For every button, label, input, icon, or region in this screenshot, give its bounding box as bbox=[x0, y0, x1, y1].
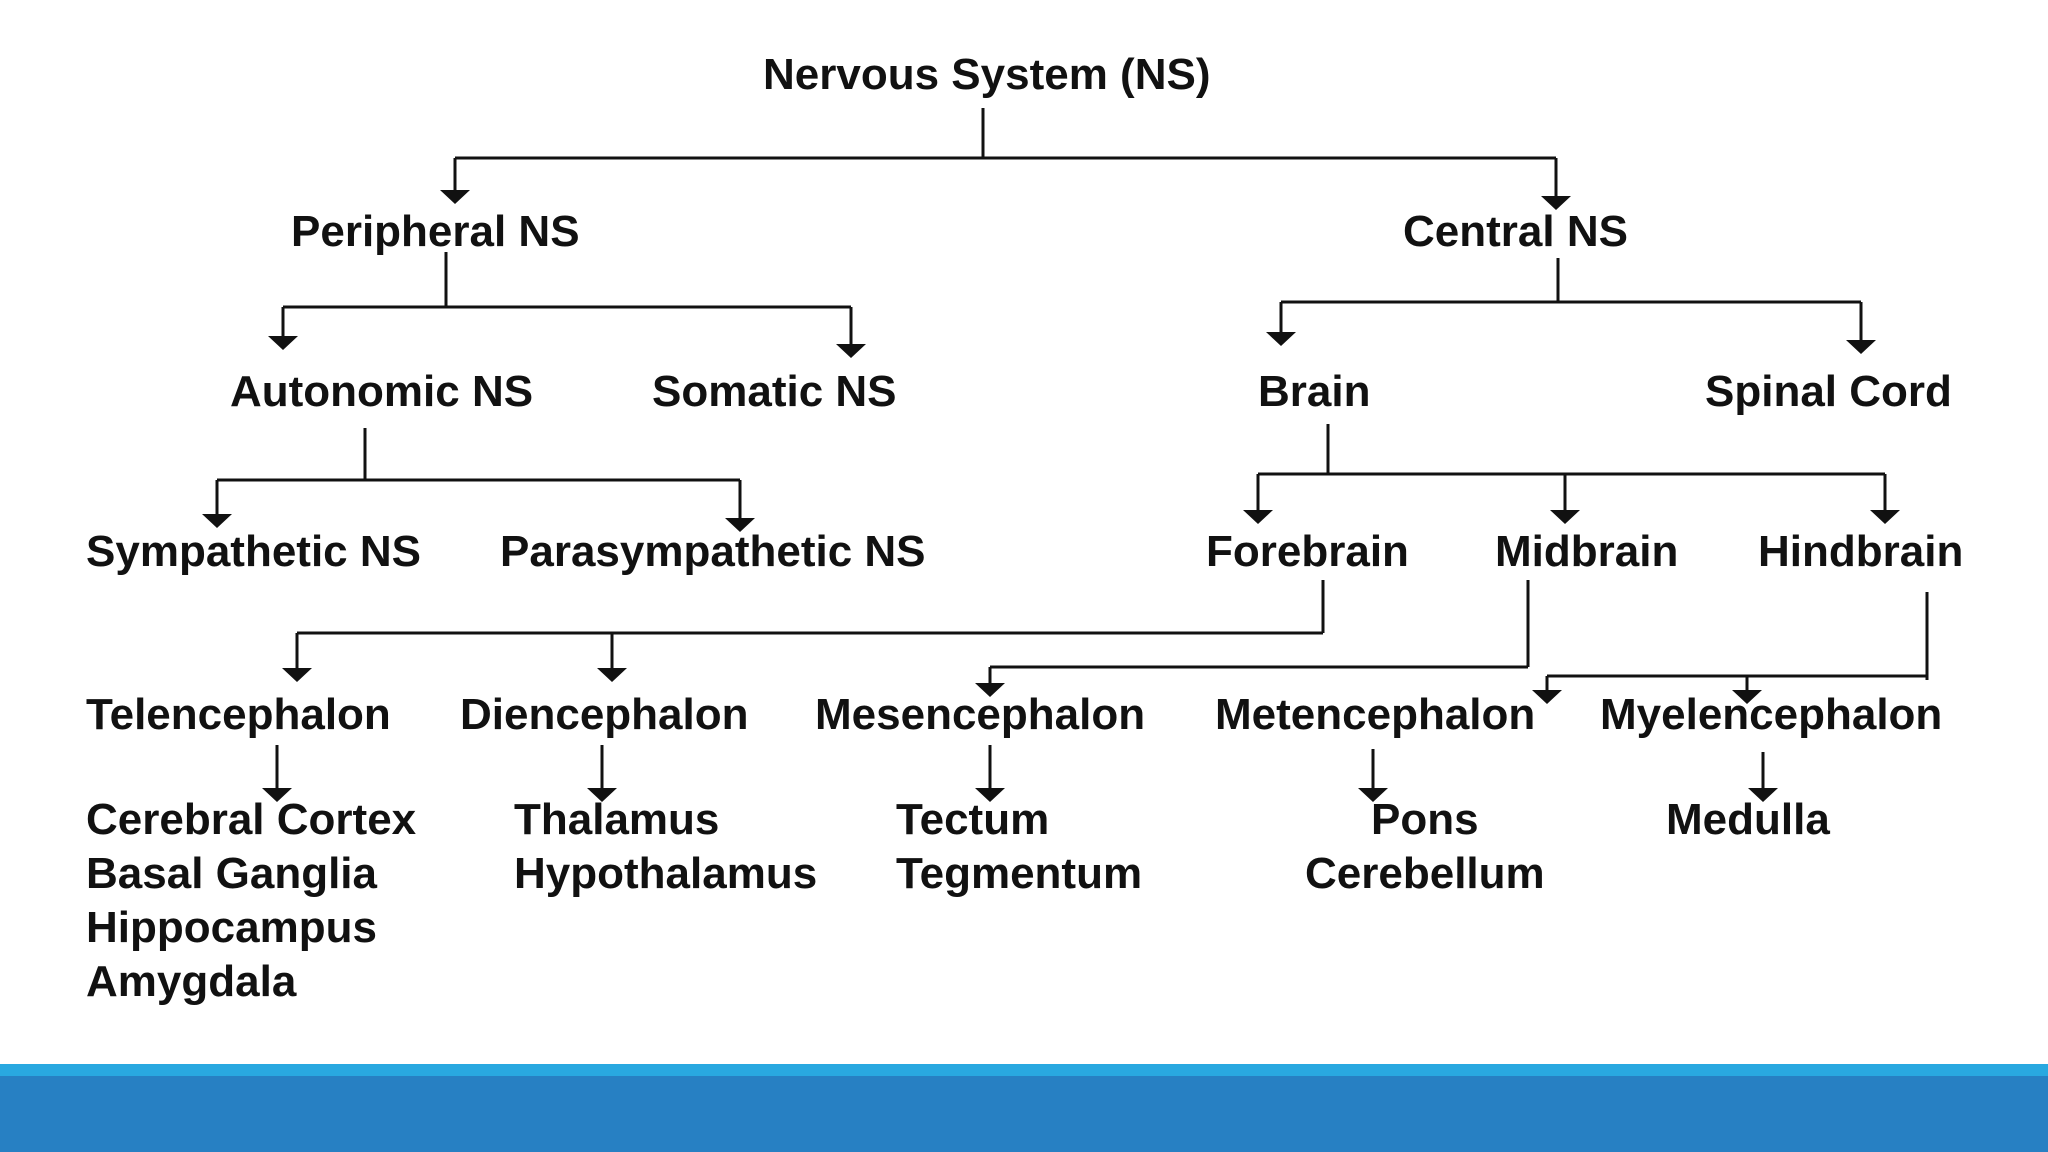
node-central-ns: Central NS bbox=[1403, 207, 1628, 256]
node-midbrain: Midbrain bbox=[1495, 527, 1679, 576]
node-telencephalon: Telencephalon bbox=[86, 690, 391, 739]
node-diencephalon: Diencephalon bbox=[460, 690, 749, 739]
leaf-group-telencephalon: Cerebral Cortex Basal Ganglia Hippocampu… bbox=[86, 793, 416, 1009]
arrow-icon bbox=[1732, 690, 1762, 704]
arrow-icon bbox=[1846, 340, 1876, 354]
arrow-icon bbox=[268, 336, 298, 350]
leaf-tectum: Tectum bbox=[896, 795, 1050, 844]
arrow-icon bbox=[262, 788, 292, 802]
arrow-icon bbox=[597, 668, 627, 682]
node-brain: Brain bbox=[1258, 367, 1371, 416]
arrow-icon bbox=[836, 344, 866, 358]
arrow-icon bbox=[1243, 510, 1273, 524]
footer-accent-stripe bbox=[0, 1064, 2048, 1076]
footer-band bbox=[0, 1076, 2048, 1152]
node-nervous-system: Nervous System (NS) bbox=[763, 50, 1211, 99]
leaf-group-diencephalon: Thalamus Hypothalamus bbox=[514, 793, 817, 901]
arrow-icon bbox=[1358, 788, 1388, 802]
node-autonomic-ns: Autonomic NS bbox=[230, 367, 534, 416]
arrow-icon bbox=[282, 668, 312, 682]
node-peripheral-ns: Peripheral NS bbox=[291, 207, 580, 256]
leaf-group-metencephalon: Pons Cerebellum bbox=[1305, 793, 1545, 901]
arrow-icon bbox=[975, 788, 1005, 802]
arrow-icon bbox=[1532, 690, 1562, 704]
leaf-tegmentum: Tegmentum bbox=[896, 849, 1143, 898]
arrow-icon bbox=[1266, 332, 1296, 346]
node-hindbrain: Hindbrain bbox=[1758, 527, 1964, 576]
leaf-group-mesencephalon: Tectum Tegmentum bbox=[896, 793, 1142, 901]
arrow-icon bbox=[1748, 788, 1778, 802]
arrow-icon bbox=[1550, 510, 1580, 524]
arrow-icon bbox=[975, 683, 1005, 697]
node-forebrain: Forebrain bbox=[1206, 527, 1409, 576]
leaf-group-myelencephalon: Medulla bbox=[1666, 793, 1830, 847]
arrow-icon bbox=[1541, 196, 1571, 210]
leaf-amygdala: Amygdala bbox=[86, 957, 297, 1006]
leaf-hippocampus: Hippocampus bbox=[86, 903, 377, 952]
arrow-icon bbox=[440, 190, 470, 204]
connector-paths bbox=[215, 108, 1929, 788]
leaf-hypothalamus: Hypothalamus bbox=[514, 849, 818, 898]
leaf-pons: Pons bbox=[1371, 795, 1479, 844]
node-myelencephalon: Myelencephalon bbox=[1600, 690, 1943, 739]
arrow-icon bbox=[725, 518, 755, 532]
leaf-thalamus: Thalamus bbox=[514, 795, 720, 844]
leaf-cerebral-cortex: Cerebral Cortex bbox=[86, 795, 417, 844]
arrow-icon bbox=[1870, 510, 1900, 524]
arrow-icon bbox=[202, 514, 232, 528]
node-sympathetic-ns: Sympathetic NS bbox=[86, 527, 421, 576]
arrow-icon bbox=[587, 788, 617, 802]
node-parasympathetic-ns: Parasympathetic NS bbox=[500, 527, 926, 576]
node-spinal-cord: Spinal Cord bbox=[1705, 367, 1952, 416]
arrowheads bbox=[202, 190, 1900, 802]
node-metencephalon: Metencephalon bbox=[1215, 690, 1536, 739]
node-mesencephalon: Mesencephalon bbox=[815, 690, 1146, 739]
leaf-basal-ganglia: Basal Ganglia bbox=[86, 849, 378, 898]
node-somatic-ns: Somatic NS bbox=[652, 367, 897, 416]
leaf-cerebellum: Cerebellum bbox=[1305, 849, 1545, 898]
leaf-medulla: Medulla bbox=[1666, 795, 1830, 844]
